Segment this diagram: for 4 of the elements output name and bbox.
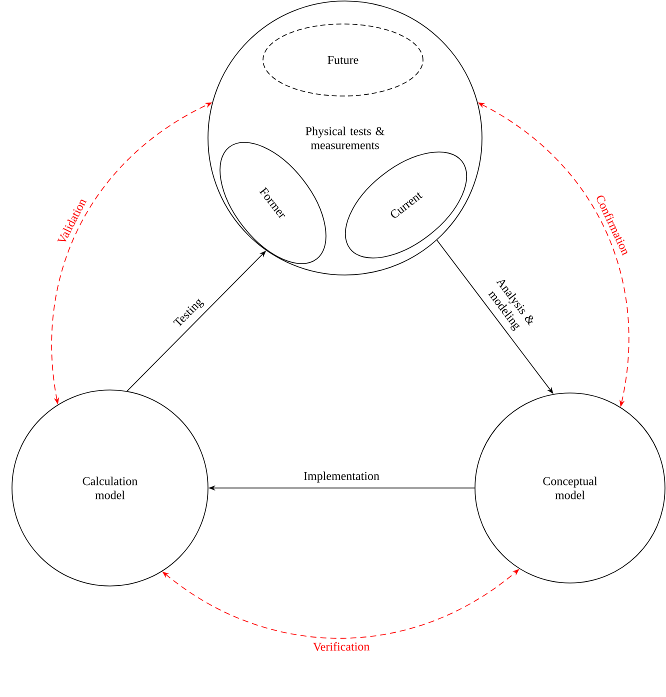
circle-node: Conceptual model [474,392,666,584]
circle-node: Calculation model [12,390,208,586]
edge-label: Implementation [304,472,380,482]
edge-label: Verification [313,642,370,651]
